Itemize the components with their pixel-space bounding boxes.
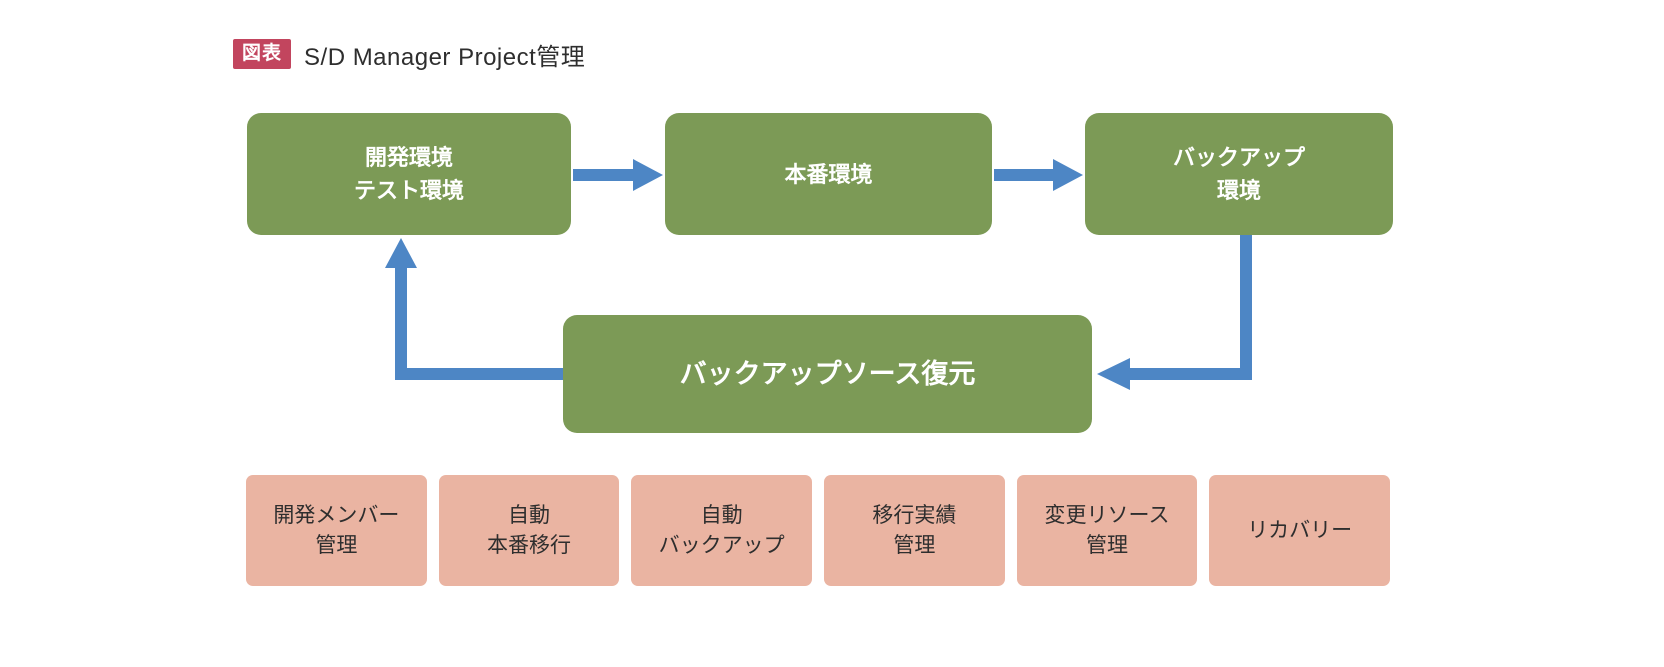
feature-box-changed-resource-mgmt: 変更リソース 管理 <box>1016 475 1198 586</box>
feature-label-line: バックアップ <box>658 533 785 557</box>
feature-label-line: 開発メンバー <box>273 503 400 527</box>
figure-title-text: S/D Manager Project管理 <box>304 43 586 71</box>
flow-node-dev-test-env: 開発環境 テスト環境 <box>247 113 571 235</box>
feature-box-auto-backup: 自動 バックアップ <box>631 475 813 586</box>
flow-node-production-env: 本番環境 <box>665 113 992 235</box>
arrow-dev-to-production <box>573 159 663 191</box>
feature-label-line: 管理 <box>315 533 358 557</box>
feature-label-line: 管理 <box>1086 533 1129 557</box>
feature-label-line: リカバリー <box>1247 518 1353 542</box>
node-label-line: 本番環境 <box>784 161 873 187</box>
node-label: 開発環境 テスト環境 <box>354 141 464 207</box>
flow-node-backup-restore: バックアップソース復元 <box>563 315 1092 433</box>
node-label-line: バックアップソース復元 <box>679 359 976 389</box>
feature-box-dev-member-mgmt: 開発メンバー 管理 <box>246 475 427 586</box>
feature-box-recovery: リカバリー <box>1209 475 1391 586</box>
node-label-line: バックアップ <box>1172 145 1305 170</box>
node-label-line: テスト環境 <box>353 178 464 203</box>
feature-label-line: 移行実績 <box>872 503 957 527</box>
arrow-restore-to-dev <box>385 238 570 380</box>
arrow-backup-to-restore <box>1097 231 1252 390</box>
node-label: バックアップソース復元 <box>680 356 976 392</box>
feature-label-line: 自動 <box>508 503 550 527</box>
feature-row: 開発メンバー 管理 自動 本番移行 自動 バックアップ 移行実績 管理 変更リソ… <box>246 475 1391 586</box>
node-label-line: 開発環境 <box>364 145 453 170</box>
flow-node-backup-env: バックアップ 環境 <box>1085 113 1393 235</box>
node-label-line: 環境 <box>1216 178 1261 203</box>
feature-label-line: 自動 <box>700 503 743 527</box>
arrow-production-to-backup <box>994 159 1083 191</box>
feature-label-line: 本番移行 <box>487 533 571 557</box>
node-label: バックアップ 環境 <box>1173 141 1305 207</box>
figure-badge: 図表 <box>233 39 292 69</box>
feature-label-line: 変更リソース <box>1044 503 1170 527</box>
feature-box-auto-production-migration: 自動 本番移行 <box>438 475 620 586</box>
node-label: 本番環境 <box>784 158 872 191</box>
feature-box-migration-record-mgmt: 移行実績 管理 <box>824 475 1005 586</box>
feature-label-line: 管理 <box>893 533 936 557</box>
figure-title: 図表 S/D Manager Project管理 <box>233 38 586 71</box>
